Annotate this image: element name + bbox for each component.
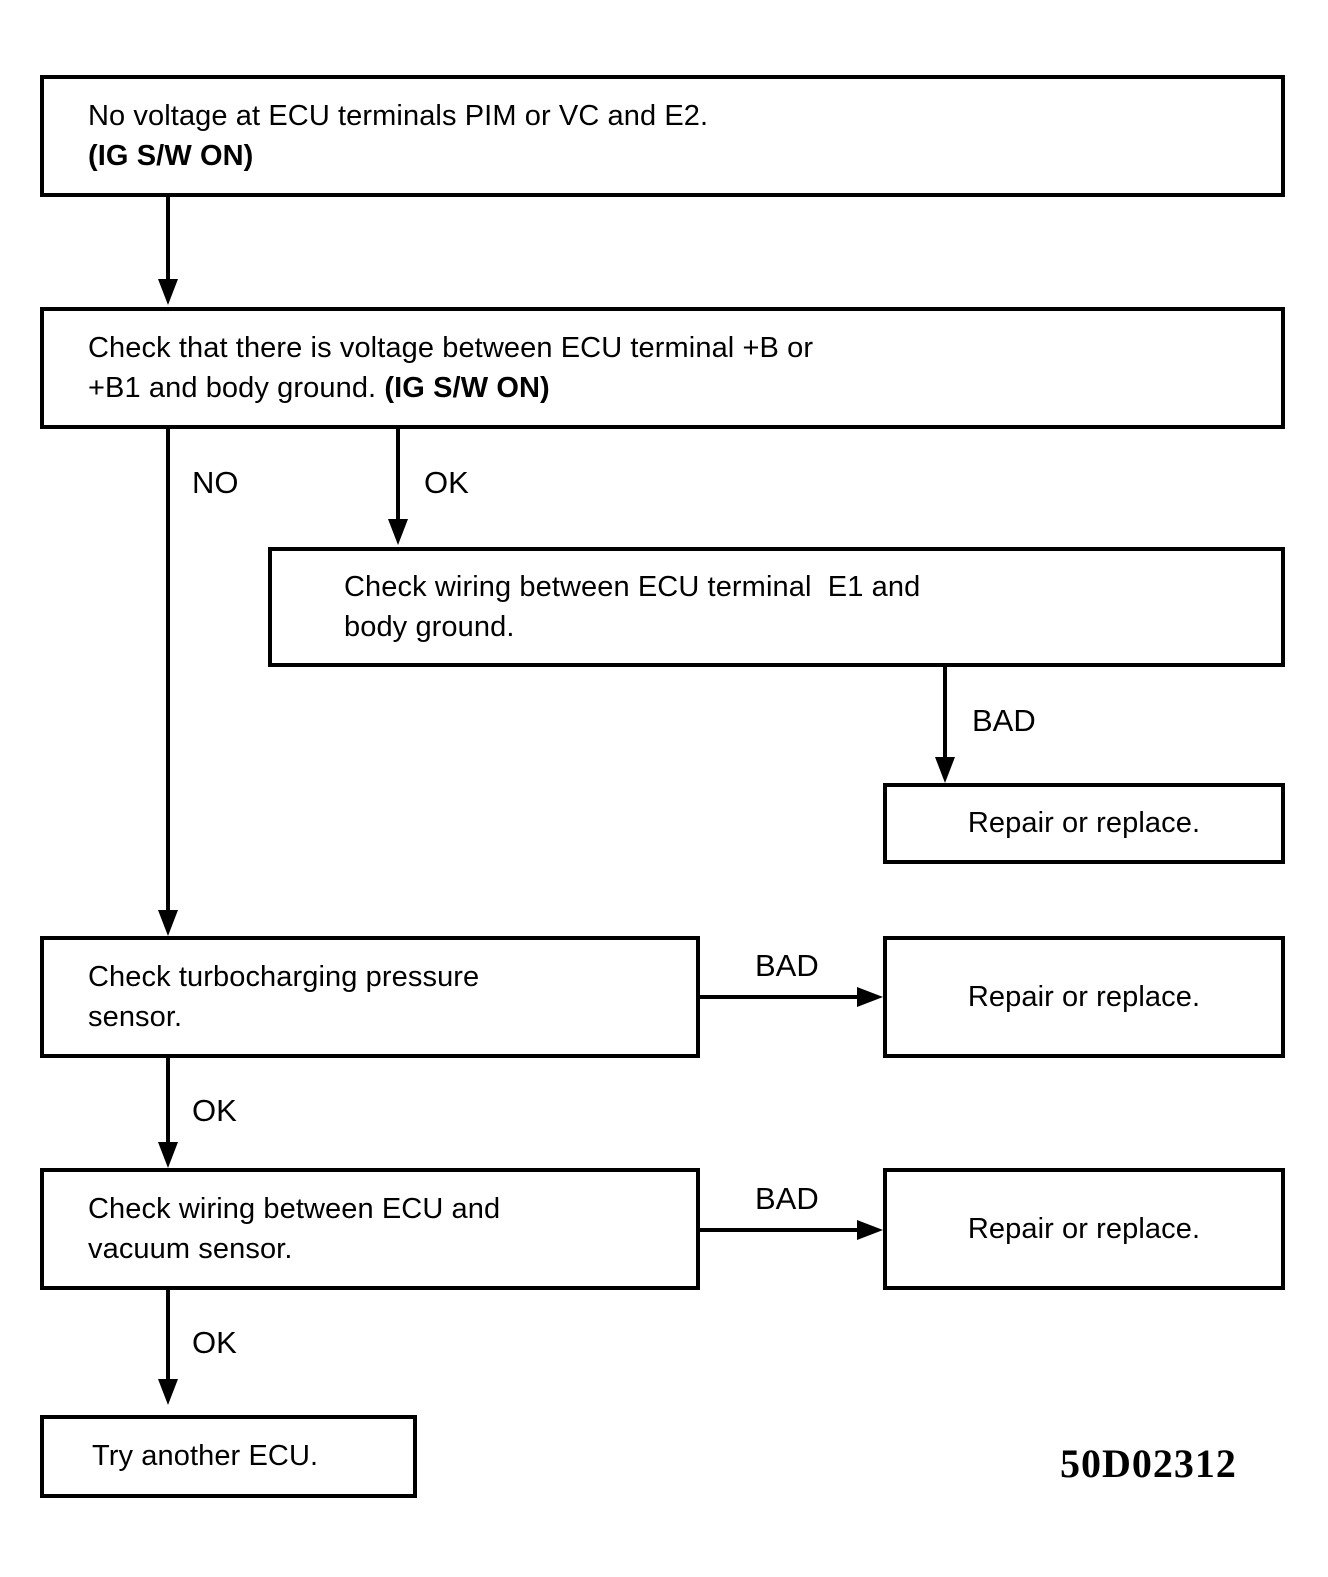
node-check-wiring-e1-line-2: body ground. (344, 611, 515, 643)
arrow-bad-branch-2 (857, 987, 883, 1007)
node-check-wiring-vacuum: Check wiring between ECU and vacuum sens… (40, 1168, 700, 1290)
node-check-voltage-line-1: Check that there is voltage between ECU … (88, 331, 814, 364)
connector-bad-branch-2 (700, 995, 860, 999)
connector-ok-branch-1 (396, 429, 400, 521)
node-check-wiring-vacuum-line-2: vacuum sensor. (88, 1233, 293, 1265)
node-check-turbo-sensor-line-1: Check turbocharging pressure (88, 960, 480, 993)
edge-label-ok-1: OK (424, 465, 469, 500)
node-check-voltage-line-2-plain: +B1 and body ground. (88, 372, 385, 404)
node-repair-or-replace-3-label: Repair or replace. (967, 1212, 1201, 1245)
connector-no-branch (166, 429, 170, 912)
node-check-turbo-sensor: Check turbocharging pressure sensor. (40, 936, 700, 1058)
arrow-ok-branch-1 (388, 519, 408, 545)
edge-label-bad-1: BAD (972, 703, 1036, 738)
node-check-wiring-e1: Check wiring between ECU terminal E1 and… (268, 547, 1285, 667)
node-repair-or-replace-3: Repair or replace. (883, 1168, 1285, 1290)
node-try-another-ecu: Try another ECU. (40, 1415, 417, 1498)
connector-start-to-check-voltage (166, 197, 170, 281)
node-check-turbo-sensor-line-2: sensor. (88, 1001, 183, 1033)
node-no-voltage-line-2: (IG S/W ON) (88, 140, 254, 172)
edge-label-ok-3: OK (192, 1325, 237, 1360)
node-check-wiring-e1-line-1: Check wiring between ECU terminal E1 and (344, 570, 921, 603)
arrow-start-to-check-voltage (158, 279, 178, 305)
node-no-voltage-line-1: No voltage at ECU terminals PIM or VC an… (88, 99, 709, 132)
edge-label-no-1: NO (192, 465, 239, 500)
node-check-voltage-line-2: +B1 and body ground. (IG S/W ON) (44, 368, 1281, 408)
figure-code-label: 50D02312 (1060, 1441, 1237, 1486)
node-try-another-ecu-label: Try another ECU. (92, 1440, 319, 1473)
node-repair-or-replace-1-label: Repair or replace. (967, 807, 1201, 840)
connector-bad-branch-3 (700, 1228, 860, 1232)
node-check-wiring-vacuum-line-1: Check wiring between ECU and (88, 1192, 501, 1225)
arrow-no-branch (158, 910, 178, 936)
arrow-ok-branch-2 (158, 1142, 178, 1168)
edge-label-ok-2: OK (192, 1093, 237, 1128)
connector-ok-branch-2 (166, 1058, 170, 1144)
node-check-voltage: Check that there is voltage between ECU … (40, 307, 1285, 429)
node-repair-or-replace-2: Repair or replace. (883, 936, 1285, 1058)
node-repair-or-replace-2-label: Repair or replace. (967, 980, 1201, 1013)
node-no-voltage-start: No voltage at ECU terminals PIM or VC an… (40, 75, 1285, 197)
edge-label-bad-3: BAD (755, 1181, 819, 1216)
arrow-ok-branch-3 (158, 1379, 178, 1405)
arrow-bad-branch-3 (857, 1220, 883, 1240)
node-repair-or-replace-1: Repair or replace. (883, 783, 1285, 864)
arrow-bad-branch-1 (935, 757, 955, 783)
connector-bad-branch-1 (943, 667, 947, 759)
node-check-voltage-line-2-bold: (IG S/W ON) (384, 372, 550, 404)
edge-label-bad-2: BAD (755, 948, 819, 983)
connector-ok-branch-3 (166, 1290, 170, 1381)
